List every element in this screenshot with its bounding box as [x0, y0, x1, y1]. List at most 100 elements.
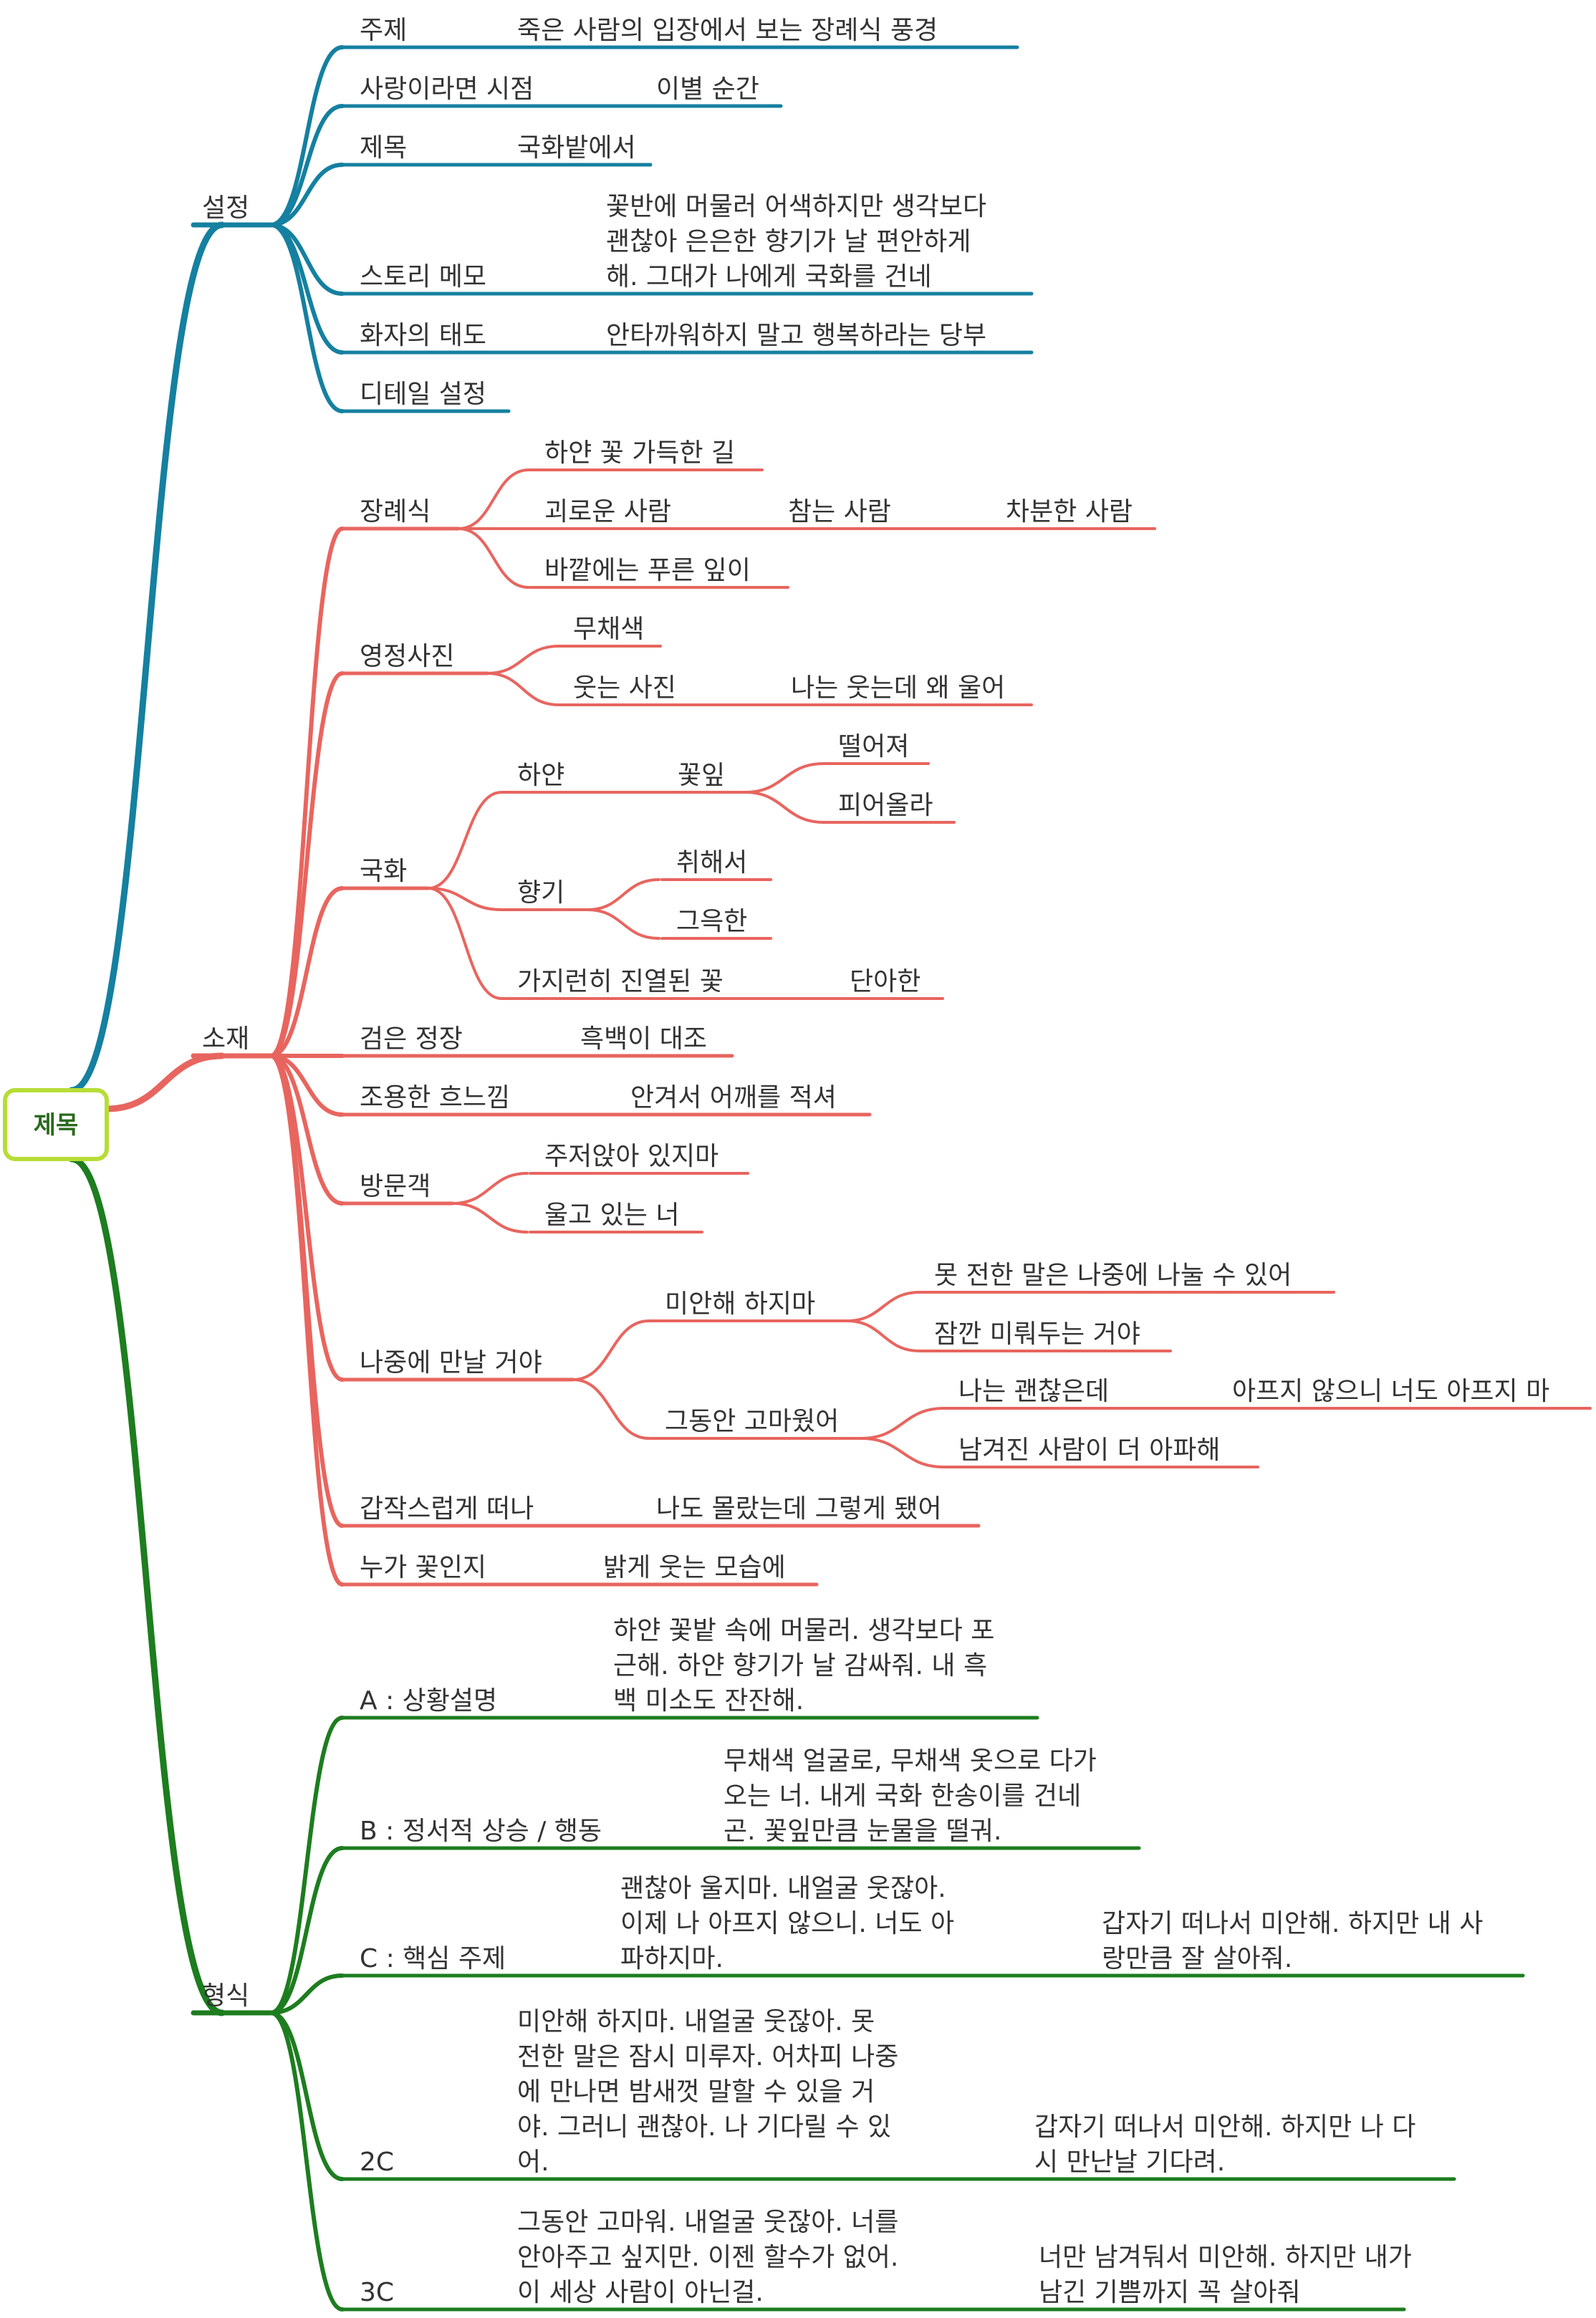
- chrys-graceful-label: 단아한: [850, 967, 920, 996]
- quiet-sob-label: 조용한 흐느낌: [360, 1083, 510, 1112]
- petal-rising-label: 피어올라: [838, 791, 933, 820]
- branch-material-label: 소재: [202, 1024, 249, 1054]
- scent-subtle-label: 그윽한: [676, 907, 747, 936]
- portrait-smiling-label: 웃는 사진: [573, 673, 676, 703]
- setting-item-1-label: 사랑이라면 시점: [360, 74, 534, 104]
- who-flower-smile-label: 밝게 웃는 모습에: [603, 1553, 786, 1582]
- form-item-0-label: A : 상황설명: [360, 1686, 497, 1716]
- edge-quiet-sob: [269, 1054, 345, 1117]
- chrysanthemum-label: 국화: [360, 857, 407, 886]
- chrys-scent-label: 향기: [517, 878, 564, 908]
- edge-chrys-arranged: [427, 887, 503, 1000]
- edge-who-flower: [269, 1054, 345, 1587]
- sudden-unknown-label: 나도 몰랐는데 그렇게 됐어: [656, 1494, 942, 1524]
- edge-setting-2: [269, 163, 345, 227]
- dont-sorry-label: 미안해 하지마: [665, 1289, 815, 1319]
- edge-chrys-white: [427, 791, 503, 890]
- funeral-green-leaves-label: 바깥에는 푸른 잎이: [544, 556, 751, 585]
- funeral-enduring-label: 참는 사람: [788, 497, 891, 526]
- who-flower-label: 누가 꽃인지: [360, 1553, 486, 1582]
- edge-thanks-0: [860, 1407, 946, 1440]
- scent-intoxicated-label: 취해서: [676, 848, 747, 877]
- quiet-sob-shoulder-label: 안겨서 어깨를 적셔: [630, 1083, 837, 1112]
- setting-item-1-value: 이별 순간: [656, 74, 759, 104]
- edge-setting-1: [269, 104, 345, 227]
- setting-item-0-value: 죽은 사람의 입장에서 보는 장례식 풍경: [517, 16, 938, 45]
- edge-dont-sorry: [572, 1319, 650, 1381]
- form-item-3-label: 2C: [360, 2148, 394, 2177]
- edge-dont-sorry-1: [845, 1319, 921, 1352]
- branch-form-label: 형식: [202, 1981, 249, 2011]
- sudden-label: 갑작스럽게 떠나: [360, 1494, 534, 1524]
- portrait-label: 영정사진: [360, 642, 454, 671]
- setting-item-0-label: 주제: [360, 16, 407, 45]
- edge-scent-1: [586, 908, 660, 940]
- form-item-4-label: 3C: [360, 2278, 394, 2307]
- edge-scent-0: [586, 878, 660, 911]
- setting-item-4-label: 화자의 태도: [360, 321, 486, 350]
- edge-funeral: [269, 526, 345, 1058]
- dont-sorry-later-talk-label: 못 전한 말은 나중에 나눌 수 있어: [934, 1261, 1292, 1290]
- setting-item-4-value: 안타까워하지 말고 행복하라는 당부: [606, 321, 986, 350]
- thanks-left-behind-label: 남겨진 사람이 더 아파해: [958, 1435, 1221, 1465]
- chrys-petal-label: 꽃잎: [678, 761, 725, 790]
- funeral-pained-label: 괴로운 사람: [544, 497, 671, 526]
- thanks-fine-label: 나는 괜찮은데: [958, 1377, 1109, 1406]
- trunk-0: [68, 221, 226, 1094]
- edge-setting-4: [269, 223, 345, 355]
- meet-later-label: 나중에 만날 거야: [360, 1348, 542, 1377]
- black-suit-label: 검은 정장: [360, 1024, 463, 1054]
- funeral-label: 장례식: [360, 497, 431, 526]
- trunk-1: [103, 1052, 226, 1112]
- form-item-2-label: C : 핵심 주제: [360, 1944, 506, 1973]
- dont-sorry-postpone-label: 잠깐 미뤄두는 거야: [934, 1319, 1140, 1349]
- visitor-dont-sit-label: 주저앉아 있지마: [544, 1142, 718, 1171]
- chrys-arranged-label: 가지런히 진열된 꽃: [517, 967, 724, 996]
- visitor-label: 방문객: [360, 1172, 431, 1201]
- setting-item-3-label: 스토리 메모: [360, 262, 486, 292]
- edge-chrysanthemum: [269, 886, 345, 1058]
- edge-visitor-1: [451, 1202, 529, 1233]
- edge-thanks: [572, 1378, 650, 1440]
- petal-falling-label: 떨어져: [838, 732, 909, 761]
- black-suit-contrast-label: 흑백이 대조: [580, 1024, 707, 1054]
- thanks-label: 그동안 고마웠어: [665, 1407, 839, 1436]
- form-item-1-label: B : 정서적 상승 / 행동: [360, 1817, 602, 1846]
- edge-thanks-1: [860, 1437, 946, 1468]
- edge-funeral-0: [457, 468, 530, 530]
- edge-form-4: [269, 2011, 345, 2312]
- edge-form-0: [269, 1716, 345, 2015]
- portrait-colorless-label: 무채색: [573, 615, 644, 644]
- chrys-white-label: 하얀: [517, 761, 564, 790]
- funeral-white-road-label: 하얀 꽃 가득한 길: [544, 438, 735, 468]
- thanks-no-pain-label: 아프지 않으니 너도 아프지 마: [1232, 1377, 1549, 1406]
- setting-item-5-label: 디테일 설정: [360, 380, 486, 409]
- edge-portrait: [269, 671, 345, 1058]
- edge-dont-sorry-0: [845, 1291, 921, 1322]
- edge-form-1: [269, 1846, 345, 2015]
- root-node-label: 제목: [34, 1111, 79, 1140]
- visitor-crying-label: 울고 있는 너: [544, 1201, 680, 1230]
- edge-petal-1: [744, 791, 825, 824]
- edge-portrait-1: [486, 672, 560, 706]
- edge-form-3: [269, 2011, 345, 2181]
- edge-portrait-0: [486, 645, 560, 675]
- trunk-2: [68, 1155, 226, 2016]
- branch-setting-label: 설정: [202, 193, 249, 223]
- root-node: [3, 1088, 109, 1161]
- edge-petal-0: [744, 762, 825, 794]
- edge-funeral-2: [457, 527, 530, 589]
- edge-form-2: [269, 1973, 345, 2015]
- setting-item-2-value: 국화밭에서: [517, 133, 636, 163]
